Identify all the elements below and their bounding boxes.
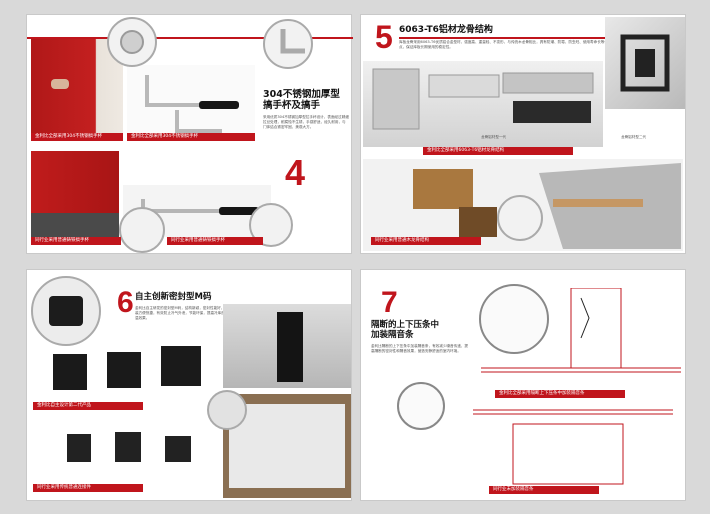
- magnifier-wood: [497, 195, 543, 241]
- partition-drawing-top: [481, 288, 681, 373]
- page-seal-connector: 6 自主创新密封型M码 金利比自主研发的密封型M码，结构新颖，密封性能好，安装方…: [26, 269, 352, 501]
- handles-photo: [127, 65, 255, 139]
- caption-band1: 金利比全部采用隔断上下压条中加装隔音条: [495, 390, 625, 398]
- aluminum-profiles-photo: [363, 61, 603, 147]
- page-handle-cups: 金利比全部采用304不锈钢搞手杯 金利比全部采用304不锈钢搞手杯 304不锈钢…: [26, 14, 353, 254]
- profile-photo: [605, 17, 685, 109]
- section-number: 5: [375, 19, 393, 55]
- partition-drawing-bottom: [473, 409, 673, 485]
- accent-rule: [27, 37, 353, 39]
- heading-line-2: 搞手杯及搞手: [263, 100, 321, 111]
- magnifier-joint: [207, 390, 247, 430]
- old-connector-parts: [67, 432, 191, 462]
- caption-band1: 金利比全部采用6063-T6铝材龙骨结构: [423, 147, 573, 155]
- page-sound-strip: 7 隔断的上下压条中 加装隔音条 金利比隔断的上下压条中加装隔音条，有效减少噪音…: [360, 269, 686, 501]
- heading-line-1: 隔断的上下压条中: [371, 320, 440, 330]
- accent-rule: [399, 37, 609, 39]
- section-heading: 304不锈钢加厚型 搞手杯及搞手: [263, 89, 351, 111]
- caption-photo2: 金利比全部采用304不锈钢搞手杯: [127, 133, 255, 141]
- caption-photo4: 同行业采用普通铸铁搞手杯: [167, 237, 263, 245]
- section-body: 金利比自主研发的密封型M码，结构新颖，密封性能好，安装方便快捷，有效防止冷气外泄…: [135, 306, 229, 321]
- magnifier-cup: [119, 207, 165, 253]
- handle-illustration: [145, 75, 239, 133]
- sublabel-gen1: 龙骨铝材型一代: [481, 135, 507, 139]
- section-body: 库板龙骨采用6063-T6优质铝合金型材，强度高、重量轻、不变形，与传统木龙骨相…: [399, 40, 608, 50]
- caption-band2: 同行业采用普通木龙骨结构: [371, 237, 481, 245]
- magnifier-connector: [31, 276, 101, 346]
- caption-photo3: 同行业采用普通铸铁搞手杯: [31, 237, 121, 245]
- section-body: 采用优质304不锈钢加厚型拉手杯设计，表面经过精细拉丝处理，耐腐蚀不生锈，手感舒…: [263, 115, 349, 130]
- connector-parts: [53, 346, 201, 390]
- magnifier-handle: [263, 19, 313, 69]
- section-heading: 6063-T6铝材龙骨结构: [399, 25, 493, 35]
- section-body: 金利比隔断的上下压条中加装隔音条，有效减少噪音传递，提高隔断的密封性和隔音效果，…: [371, 344, 469, 354]
- caption-band2: 同行业未加装隔音条: [489, 486, 599, 494]
- red-door-photo: [31, 151, 119, 237]
- section-number: 7: [381, 286, 398, 319]
- sublabel-gen2: 龙骨铝材型二代: [621, 135, 647, 139]
- heading-line-1: 304不锈钢加厚型: [263, 89, 340, 100]
- caption-band2: 同行业采用传统普通连接件: [33, 484, 143, 492]
- caption-band1: 金利比自主设计第二代产品: [33, 402, 143, 410]
- page-aluminum-frame: 5 6063-T6铝材龙骨结构 库板龙骨采用6063-T6优质铝合金型材，强度高…: [360, 14, 686, 254]
- installed-connector-photo: [223, 304, 351, 388]
- magnifier-lock: [107, 17, 157, 67]
- magnifier-strip-bottom: [397, 382, 445, 430]
- section-number: 6: [117, 286, 134, 319]
- section-number: 4: [285, 152, 306, 193]
- hand-image: [51, 79, 69, 89]
- section-heading: 隔断的上下压条中 加装隔音条: [371, 320, 481, 340]
- magnifier-strip-top: [479, 284, 549, 354]
- heading-line-2: 加装隔音条: [371, 330, 414, 340]
- caption-photo1: 金利比全部采用304不锈钢搞手杯: [31, 133, 123, 141]
- door-photo: [31, 39, 123, 139]
- section-heading: 自主创新密封型M码: [135, 292, 212, 302]
